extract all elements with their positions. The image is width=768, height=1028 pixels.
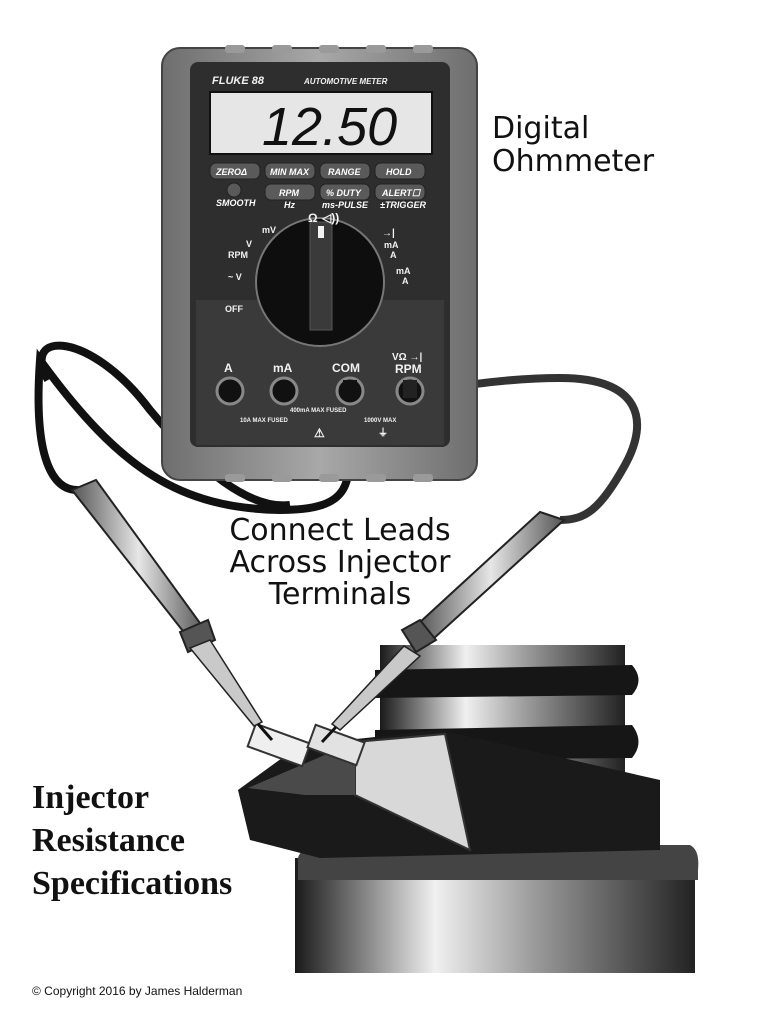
terminal-right <box>306 723 366 767</box>
injector-ring-upper <box>375 665 639 698</box>
page-title: Injector Resistance Specifications <box>32 776 232 905</box>
dial-pointer <box>309 221 333 331</box>
title-line-1: Injector <box>32 779 150 816</box>
ground-icon: ⏚ <box>378 427 388 439</box>
black-lead-wire <box>34 348 354 515</box>
holster-bumps <box>225 45 433 482</box>
red-probe-tip <box>320 725 338 744</box>
red-lead-plug <box>403 380 417 398</box>
alert-button-label: ALERT☐ <box>381 188 422 198</box>
terminal-left <box>246 722 312 768</box>
black-probe-shaft <box>188 639 264 727</box>
warning-icon: ⚠ <box>314 426 325 440</box>
dial-label-off: OFF <box>225 304 243 314</box>
jack-label-rpm: RPM <box>395 362 422 376</box>
jack-note-400ma: 400mA MAX FUSED <box>290 408 347 414</box>
zero-button-label: ZEROΔ <box>215 167 247 177</box>
test-lead-wires <box>34 341 642 524</box>
copyright-notice: © Copyright 2016 by James Halderman <box>32 984 243 998</box>
rotary-dial[interactable] <box>255 217 385 347</box>
red-probe-guard <box>400 618 438 654</box>
red-lead-wire <box>409 373 642 524</box>
red-probe-shaft <box>330 645 422 731</box>
jack-label-a: A <box>224 361 233 375</box>
connect-leads-line-3: Terminals <box>268 577 412 612</box>
dial-label-a-dc: A <box>390 250 397 260</box>
black-probe-handle <box>70 478 207 642</box>
hz-label: Hz <box>284 200 295 210</box>
digital-ohmmeter-label: Digital Ohmmeter <box>492 112 654 178</box>
smooth-button[interactable] <box>226 182 242 198</box>
title-line-2: Resistance <box>32 822 185 859</box>
min-max-button[interactable] <box>264 162 316 180</box>
diode-icon: →| <box>382 228 395 239</box>
rpm-button[interactable] <box>264 183 316 201</box>
black-lead-wire-loop <box>37 341 291 510</box>
digital-ohmmeter-line-2: Ohmmeter <box>492 144 655 179</box>
dial-label-ma-dc: mA <box>384 240 399 250</box>
dial-label-ma-ac: mA <box>396 266 411 276</box>
dial-label-v-ac: ~ V <box>228 272 242 282</box>
black-probe-guard <box>178 618 217 654</box>
duty-button[interactable] <box>319 183 371 201</box>
connect-leads-line-1: Connect Leads <box>229 513 451 548</box>
jack-label-ma: mA <box>273 361 293 375</box>
rpm-button-label: RPM <box>279 188 300 198</box>
jack-note-1000v: 1000V MAX <box>364 418 396 424</box>
digital-ohmmeter-line-1: Digital <box>492 111 590 146</box>
dial-labels: Ω ◁)) mV V RPM ~ V OFF →| mA A mA A <box>225 211 411 314</box>
ms-pulse-label: ms-PULSE <box>322 200 369 210</box>
connect-leads-line-2: Across Injector <box>229 545 451 580</box>
lcd-display <box>209 91 433 155</box>
meter-brand: FLUKE 88 <box>212 75 265 87</box>
jack-label-vohm: VΩ →| <box>392 352 422 363</box>
meter-model-line: AUTOMOTIVE METER <box>303 77 388 86</box>
black-probe <box>70 478 274 741</box>
jack-a[interactable] <box>215 376 245 406</box>
hold-button[interactable] <box>374 162 426 180</box>
title-line-3: Specifications <box>32 865 233 902</box>
dial-label-a-ac: A <box>402 276 409 286</box>
alert-button[interactable] <box>374 183 426 201</box>
trigger-label: ±TRIGGER <box>380 200 426 210</box>
fuel-injector <box>238 645 699 973</box>
dial-label-ohm: Ω <box>308 211 318 225</box>
smooth-label: SMOOTH <box>216 198 256 208</box>
hold-button-label: HOLD <box>386 167 412 177</box>
dial-label-rpm: RPM <box>228 250 248 260</box>
range-button-label: RANGE <box>328 167 361 177</box>
dial-label-mv: mV <box>262 225 276 235</box>
zero-button[interactable] <box>209 162 261 180</box>
dial-label-v-dc: V <box>246 239 252 249</box>
speaker-icon: ◁)) <box>321 211 339 225</box>
dial-pointer-mark <box>318 226 324 238</box>
connect-leads-label: Connect Leads Across Injector Terminals <box>190 515 490 611</box>
red-probe <box>320 510 566 744</box>
button-row-2: SMOOTH RPM Hz % DUTY ms-PULSE ALERT☐ ±TR… <box>216 182 426 210</box>
jack-note-10a: 10A MAX FUSED <box>240 418 288 424</box>
digital-multimeter: FLUKE 88 AUTOMOTIVE METER 12.50 ZEROΔ MI… <box>161 45 478 482</box>
button-row-1: ZEROΔ MIN MAX RANGE HOLD <box>209 162 426 180</box>
jack-label-com: COM <box>332 361 360 375</box>
range-button[interactable] <box>319 162 371 180</box>
jack-ma[interactable] <box>269 376 299 406</box>
lcd-reading: 12.50 <box>262 97 397 157</box>
min-max-button-label: MIN MAX <box>270 167 310 177</box>
black-probe-tip <box>256 723 274 741</box>
duty-button-label: % DUTY <box>326 188 362 198</box>
black-lead-plug <box>343 380 357 398</box>
